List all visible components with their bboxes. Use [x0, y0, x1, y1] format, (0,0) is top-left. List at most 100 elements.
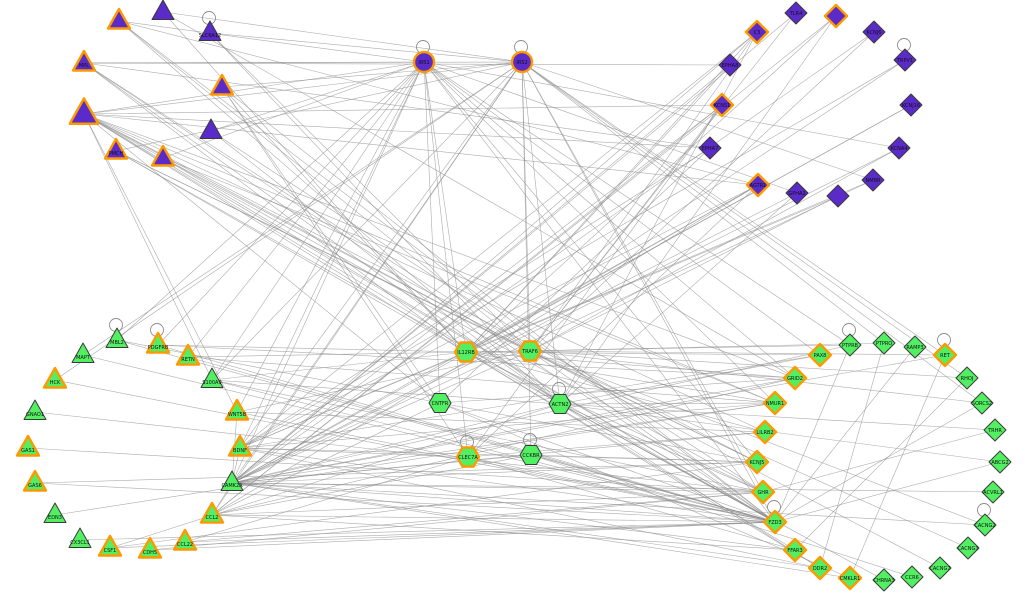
node-slc6a12[interactable]: SLC6A12 — [198, 11, 222, 41]
node-unlabeled[interactable] — [106, 7, 132, 30]
node-clec7a[interactable]: CLEC7A — [455, 435, 481, 468]
node-unlabeled[interactable] — [150, 144, 176, 167]
node-cacng7[interactable]: CACNG7 — [928, 556, 952, 580]
node-acvrl1[interactable]: ACVRL1 — [981, 480, 1005, 504]
node-label: CX3CL1 — [70, 540, 90, 546]
node-cacng3[interactable]: CACNG3 — [956, 536, 980, 560]
node-unlabeled[interactable] — [199, 118, 223, 139]
node-cx3cl1[interactable]: CX3CL1 — [68, 527, 92, 548]
diamond-node-shape — [744, 449, 770, 475]
node-ffar3[interactable]: FFAR3 — [782, 537, 808, 563]
node-ramp3[interactable]: RAMP3 — [903, 335, 927, 359]
edge — [118, 20, 425, 63]
node-epha7[interactable]: EPHA7 — [698, 136, 722, 160]
node-mbl2[interactable]: MBL2 — [105, 318, 129, 348]
node-fzd3[interactable]: FZD3 — [762, 500, 788, 535]
ellipse-node-shape — [510, 50, 534, 74]
node-unlabeled[interactable] — [826, 184, 850, 208]
node-gpha2[interactable]: GPHA2 — [785, 181, 809, 205]
node-ptprb[interactable]: PTPRB — [838, 323, 862, 357]
node-kcns1[interactable]: KCNS1 — [709, 92, 735, 118]
node-label: CACNG7 — [929, 566, 950, 572]
node-c3[interactable]: C3 — [744, 19, 770, 45]
node-hck[interactable]: HCK — [42, 366, 68, 389]
hexagon-node-shape — [428, 393, 452, 413]
node-label: KCNA4 — [891, 146, 908, 152]
edge — [762, 429, 996, 493]
node-unlabeled[interactable] — [823, 3, 849, 29]
node-ccl22[interactable]: CCL22 — [172, 528, 198, 551]
node-il12rb[interactable]: IL12RB — [453, 341, 479, 363]
node-kcnj16[interactable]: KCNJ16 — [899, 93, 923, 117]
node-cmklr1[interactable]: CMKLR1 — [837, 565, 863, 591]
edge — [211, 61, 523, 381]
node-edn3[interactable]: EDN3 — [43, 502, 67, 523]
node-irs2[interactable]: IRS2 — [510, 40, 534, 74]
node-kcna4[interactable]: KCNA4 — [887, 136, 911, 160]
node-camk2a[interactable]: CAMK2A — [220, 470, 244, 491]
node-gas1[interactable]: GAS1 — [15, 434, 41, 457]
node-retn[interactable]: RETN — [175, 343, 201, 366]
edge — [83, 113, 531, 352]
triangle-node-shape — [199, 118, 223, 139]
node-unlabeled[interactable] — [151, 0, 175, 20]
edge — [211, 454, 532, 516]
edge — [83, 113, 711, 149]
hexagon-node-shape — [548, 394, 572, 414]
node-chrna3[interactable]: CHRNA3 — [872, 568, 896, 592]
node-pdgfrb[interactable]: PDGFRB — [145, 323, 171, 354]
node-s100a9[interactable]: S100A9 — [200, 367, 224, 388]
node-ddr2[interactable]: DDR2 — [807, 555, 833, 581]
node-label: GNAO1 — [26, 412, 44, 418]
node-pmch[interactable]: PMCH — [103, 137, 129, 160]
node-kcnj6[interactable]: KCNJ6 — [862, 20, 886, 44]
node-mpl[interactable]: MPL — [71, 49, 97, 72]
node-tlr4[interactable]: TLR4 — [784, 1, 808, 25]
node-ghr[interactable]: GHR — [750, 479, 776, 505]
node-abcg2[interactable]: ABCG2 — [988, 450, 1012, 474]
edge — [157, 344, 796, 379]
node-sorcs2[interactable]: SORCS2 — [970, 391, 994, 415]
triangle-node-shape — [137, 536, 163, 559]
node-grid2[interactable]: GRID2 — [782, 365, 808, 391]
node-agtr1[interactable]: AGTR1 — [745, 172, 771, 198]
triangle-node-shape — [43, 502, 67, 523]
node-cckbr[interactable]: CCKBR — [519, 433, 543, 465]
node-nmur1[interactable]: NMUR1 — [762, 390, 788, 416]
node-pax8[interactable]: PAX8 — [807, 342, 833, 368]
node-gas6[interactable]: GAS6 — [22, 469, 48, 492]
node-ccr6[interactable]: CCR6 — [900, 565, 924, 589]
node-unlabeled[interactable] — [209, 73, 235, 96]
node-cntfr[interactable]: CNTFR — [428, 393, 452, 413]
edge — [465, 59, 906, 353]
node-rhoj[interactable]: RHOJ — [955, 366, 979, 390]
node-trhr[interactable]: TRHR — [983, 418, 1007, 442]
edge — [115, 150, 467, 353]
node-ret[interactable]: RET — [932, 333, 958, 368]
node-trpv1[interactable]: TRPV1 — [893, 38, 917, 72]
node-bdnf[interactable]: BDNF — [227, 434, 253, 457]
node-wnt5b[interactable]: WNT5B — [224, 398, 250, 421]
node-traf6[interactable]: TRAF6 — [517, 340, 543, 362]
node-kcnj5[interactable]: KCNJ5 — [744, 449, 770, 475]
node-nmbr[interactable]: NMBR — [861, 168, 885, 192]
node-gnao1[interactable]: GNAO1 — [23, 399, 47, 420]
node-unlabeled[interactable] — [68, 97, 100, 125]
diamond-node-shape — [861, 168, 885, 192]
node-epha8[interactable]: EPHA8 — [718, 53, 742, 77]
node-actn2[interactable]: ACTN2 — [548, 382, 572, 414]
node-label: TLR4 — [789, 11, 803, 17]
node-ccl2[interactable]: CCL2 — [199, 501, 225, 524]
node-ptpro[interactable]: PTPRO — [872, 331, 896, 355]
node-csf1[interactable]: CSF1 — [97, 534, 123, 557]
node-mapt[interactable]: MAPT — [71, 342, 95, 363]
node-lilrb2[interactable]: LILRB2 — [752, 419, 778, 445]
node-cacng2[interactable]: CACNG2 — [973, 503, 997, 537]
edge — [231, 344, 851, 484]
node-irs1[interactable]: IRS1 — [412, 40, 436, 74]
triangle-node-shape — [42, 366, 68, 389]
node-cdh5[interactable]: CDH5 — [137, 536, 163, 559]
edge — [83, 113, 776, 523]
